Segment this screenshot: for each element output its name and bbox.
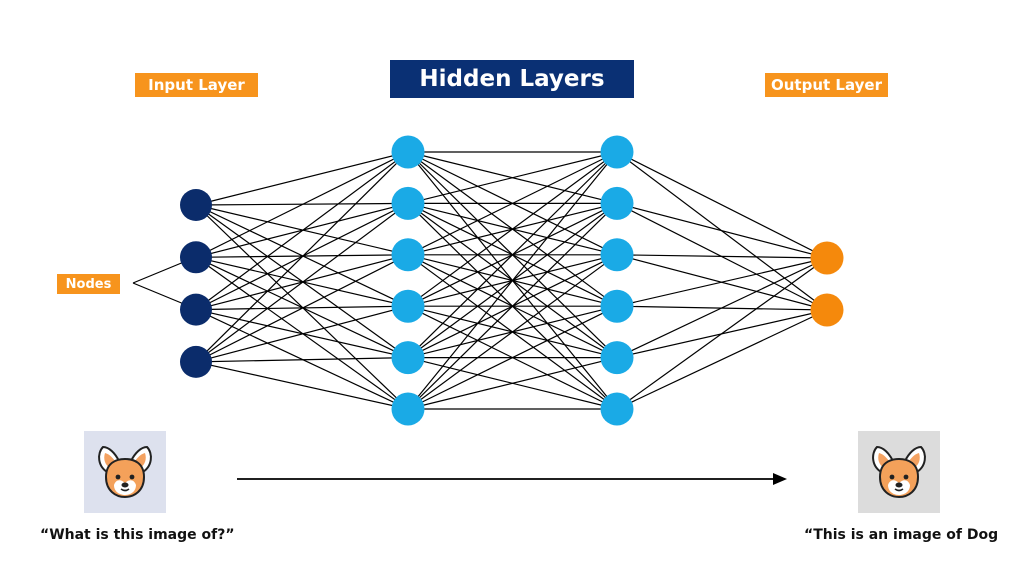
edge-hidden-2-4-to-output-1 — [616, 257, 828, 307]
input-image — [84, 431, 166, 513]
hidden-1-node-5 — [391, 341, 425, 375]
input-node-2 — [180, 241, 212, 274]
hidden-layers-label: Hidden Layers — [390, 60, 634, 98]
input-caption: “What is this image of?” — [40, 527, 235, 543]
edge-input-4-to-hidden-1-3 — [195, 254, 409, 363]
output-node-1 — [810, 241, 844, 275]
edge-input-1-to-hidden-1-1 — [195, 151, 409, 206]
arrow-right-icon — [773, 473, 787, 485]
edge-hidden-1-3-to-hidden-2-1 — [407, 151, 618, 256]
output-image — [858, 431, 940, 513]
hidden-1-node-6 — [391, 392, 425, 426]
hidden-2-node-4 — [600, 289, 634, 323]
hidden-2-node-2 — [600, 186, 634, 220]
edge-hidden-2-1-to-output-1 — [616, 151, 828, 259]
edge-input-2-to-hidden-1-1 — [195, 151, 409, 258]
input-node-3 — [180, 293, 212, 326]
dog-face-icon — [98, 445, 152, 499]
edge-hidden-1-4-to-hidden-2-1 — [407, 151, 618, 307]
edge-hidden-2-3-to-output-1 — [616, 254, 828, 259]
flow-arrow — [237, 473, 787, 485]
edge-input-4-to-hidden-1-1 — [195, 151, 409, 363]
edge-hidden-1-6-to-hidden-2-1 — [407, 151, 618, 410]
dog-face-icon — [872, 445, 926, 499]
edge-hidden-1-6-to-hidden-2-2 — [407, 202, 618, 410]
edge-input-4-to-hidden-1-6 — [195, 361, 409, 410]
input-node-1 — [180, 189, 212, 221]
edge-hidden-2-6-to-output-2 — [616, 309, 828, 410]
edge-hidden-1-2-to-hidden-2-1 — [407, 151, 618, 204]
hidden-1-node-3 — [391, 238, 425, 272]
output-caption: “This is an image of Dog — [804, 527, 999, 543]
input-node-4 — [180, 345, 212, 378]
hidden-2-node-1 — [600, 135, 634, 169]
node-circles — [180, 135, 844, 426]
edge-input-4-to-hidden-1-4 — [195, 305, 409, 363]
edge-hidden-2-2-to-output-1 — [616, 202, 828, 259]
output-node-2 — [810, 293, 844, 327]
hidden-2-node-6 — [600, 392, 634, 426]
hidden-2-node-3 — [600, 238, 634, 272]
edge-hidden-1-6-to-hidden-2-3 — [407, 254, 618, 410]
edge-hidden-1-5-to-hidden-2-1 — [407, 151, 618, 359]
hidden-1-node-1 — [391, 135, 425, 169]
edge-hidden-2-5-to-output-1 — [616, 257, 828, 359]
edge-hidden-2-6-to-output-1 — [616, 257, 828, 410]
edge-hidden-1-6-to-hidden-2-4 — [407, 305, 618, 410]
hidden-1-node-4 — [391, 289, 425, 323]
output-layer-label: Output Layer — [765, 73, 888, 97]
edge-input-4-to-hidden-1-2 — [195, 202, 409, 363]
edge-input-4-to-hidden-1-5 — [195, 357, 409, 363]
hidden-2-node-5 — [600, 341, 634, 375]
edge-hidden-1-6-to-hidden-2-5 — [407, 357, 618, 410]
connection-lines — [195, 151, 828, 410]
input-layer-label: Input Layer — [135, 73, 258, 97]
hidden-1-node-2 — [391, 186, 425, 220]
edge-input-3-to-hidden-1-1 — [195, 151, 409, 311]
nodes-label: Nodes — [57, 274, 120, 294]
